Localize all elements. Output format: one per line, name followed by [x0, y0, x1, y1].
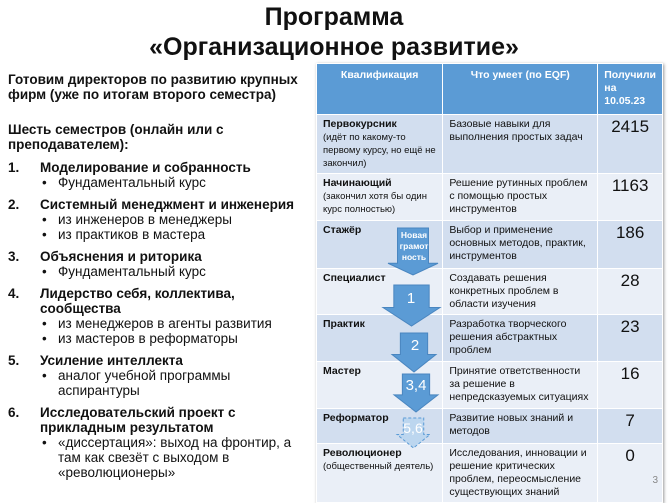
semester-item: 1.Моделирование и собранностьФундаментал… — [8, 160, 313, 190]
arrow-label: 3,4 — [405, 377, 427, 394]
table-row: Первокурсник (идёт по какому-то первому … — [315, 114, 663, 174]
arrow-label: 2 — [410, 337, 420, 354]
arrow-label: 5,6 — [403, 420, 423, 436]
bullet: Фундаментальный курс — [8, 175, 313, 190]
semester-item: 4.Лидерство себя, коллектива, сообщества… — [8, 286, 313, 346]
header-qualification: Квалификация — [315, 63, 444, 115]
table-row: Революционер (общественный деятель)Иссле… — [315, 443, 663, 503]
arrow-shape — [381, 284, 442, 327]
semester-item: 2.Системный менеджмент и инженерияиз инж… — [8, 197, 313, 242]
slide-title: Программа«Организационное развитие» — [149, 3, 519, 61]
arrow-shape — [387, 227, 439, 276]
semester-item: 6.Исследовательский проект с прикладным … — [8, 405, 313, 480]
arrow-shape — [390, 332, 438, 373]
bullet: Фундаментальный курс — [8, 264, 313, 279]
bullet: из мастеров в реформаторы — [8, 331, 313, 346]
page-number: 3 — [652, 475, 658, 486]
table-row: Начинающий (закончил хотя бы один курс п… — [315, 173, 663, 221]
bullet: из инженеров в менеджеры — [8, 212, 313, 227]
table-row: Мастер Принятие ответственности за решен… — [315, 361, 663, 409]
bullet: аналог учебной программы аспирантуры — [8, 368, 313, 398]
arrow-shape — [395, 417, 432, 449]
bullet: «диссертация»: выход на фронтир, а там к… — [8, 435, 313, 480]
bullet: из менеджеров в агенты развития — [8, 316, 313, 331]
semester-item: 3.Объяснения и риторикаФундаментальный к… — [8, 249, 313, 279]
arrow-label: Новая грамотность — [399, 230, 429, 262]
semester-item: 5.Усиление интеллектааналог учебной прог… — [8, 353, 313, 398]
program-description: Готовим директоров по развитию крупных ф… — [8, 72, 313, 487]
qualification-table: Квалификация Что умеет (по EQF) Получили… — [315, 63, 663, 503]
header-skill: Что умеет (по EQF) — [442, 63, 599, 115]
arrow-shape — [392, 373, 440, 413]
arrow-label: 1 — [406, 290, 416, 307]
bullet: из практиков в мастера — [8, 227, 313, 242]
header-count: Получили на 10.05.23 — [597, 63, 663, 115]
